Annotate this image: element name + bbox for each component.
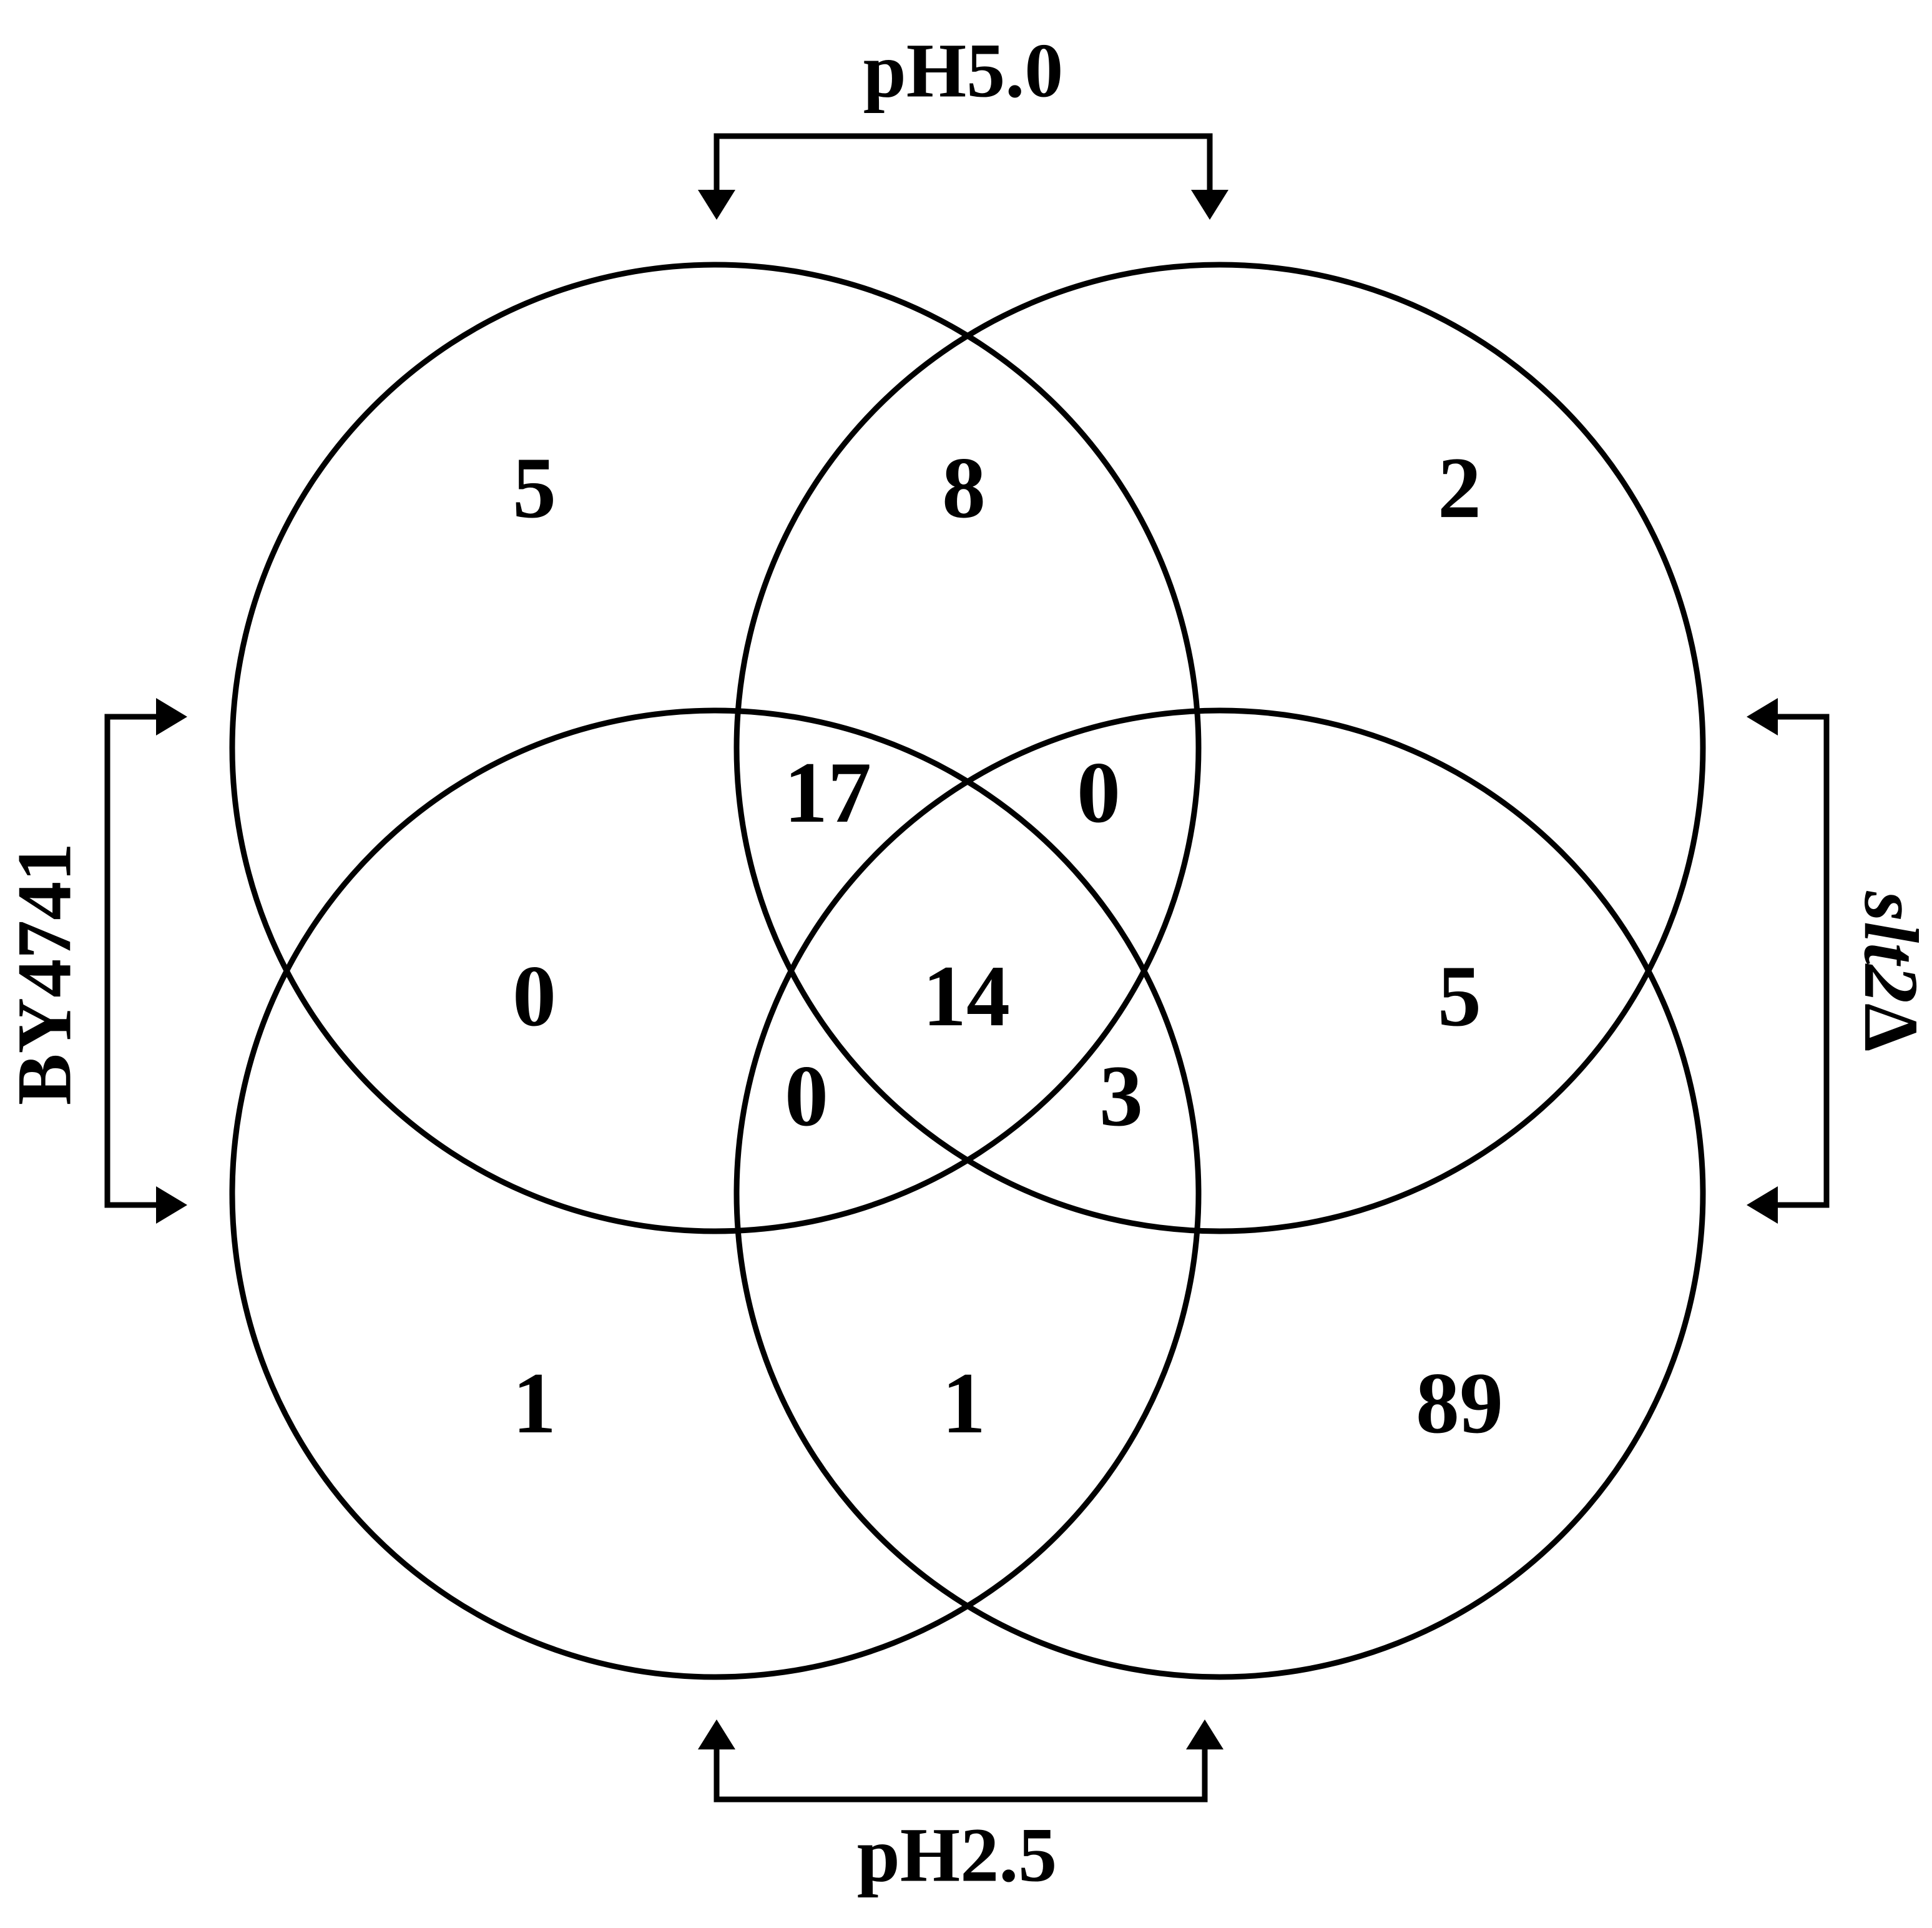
count-lower-center-left: 0 [785, 1048, 828, 1144]
count-bottom-center: 1 [942, 1355, 986, 1452]
count-bottom-left-only: 1 [512, 1355, 556, 1452]
count-bottom-right-only: 89 [1416, 1355, 1503, 1452]
circle-bottom-right [733, 707, 1706, 1680]
count-middle-left: 0 [512, 948, 556, 1045]
label-slt2-delta: slt2Δ [1848, 891, 1932, 1052]
count-upper-center-right: 0 [1077, 744, 1120, 841]
count-top-left-top-right: 8 [942, 440, 986, 536]
label-delta-symbol: Δ [1848, 1003, 1932, 1052]
label-ph50: pH5.0 [863, 27, 1063, 113]
arrow-left-icon [1747, 698, 1778, 735]
left-bracket [104, 698, 187, 1224]
circle-top-right [733, 262, 1706, 1234]
count-middle-right: 5 [1438, 948, 1481, 1045]
label-slt2-italic: slt2 [1848, 891, 1932, 1003]
arrow-right-icon [156, 1186, 187, 1224]
count-center-all: 14 [923, 948, 1010, 1045]
arrow-left-icon [1747, 1186, 1778, 1224]
label-by4741: BY4741 [1, 843, 87, 1105]
arrow-down-icon [1191, 190, 1228, 220]
bottom-bracket [698, 1719, 1223, 1803]
label-ph25: pH2.5 [857, 1812, 1057, 1897]
arrow-up-icon [698, 1719, 735, 1749]
count-top-right-only: 2 [1438, 440, 1481, 536]
arrow-down-icon [698, 190, 735, 220]
circle-bottom-left [229, 707, 1202, 1680]
count-lower-center-right: 3 [1099, 1048, 1143, 1144]
arrow-right-icon [156, 698, 187, 735]
right-bracket [1747, 698, 1830, 1224]
count-upper-center-left: 17 [784, 744, 871, 841]
count-top-left-only: 5 [512, 440, 556, 536]
arrow-up-icon [1186, 1719, 1223, 1749]
circle-top-left [229, 262, 1202, 1234]
top-bracket [698, 133, 1228, 220]
